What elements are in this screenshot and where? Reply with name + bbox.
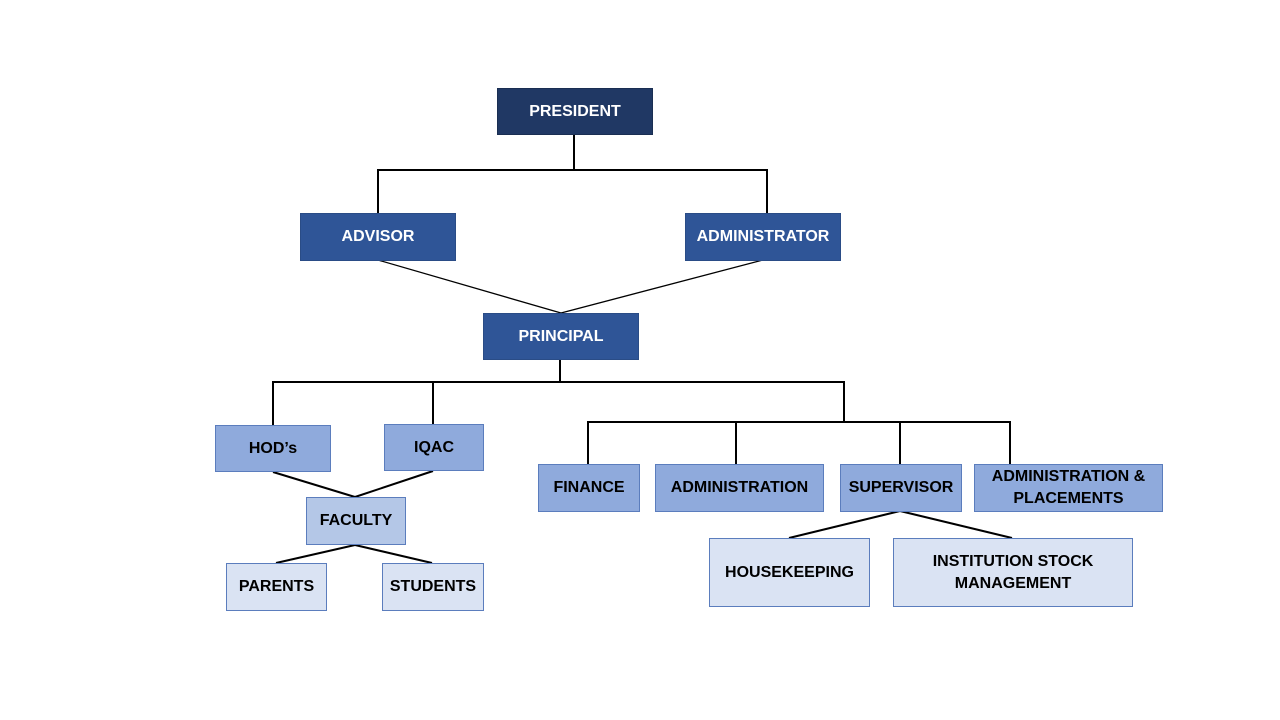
connector-president-branch — [377, 135, 768, 213]
node-administration: ADMINISTRATION — [655, 464, 824, 512]
node-faculty: FACULTY — [306, 497, 406, 545]
node-housekeeping: HOUSEKEEPING — [709, 538, 870, 607]
node-supervisor: SUPERVISOR — [840, 464, 962, 512]
connector-iqac-faculty — [354, 470, 434, 498]
node-principal: PRINCIPAL — [483, 313, 639, 360]
connector-supervisor-stock — [899, 510, 1013, 539]
node-iqac: IQAC — [384, 424, 484, 471]
connector-principal-bus — [272, 360, 845, 425]
node-stock-management: INSTITUTION STOCK MANAGEMENT — [893, 538, 1133, 607]
connector-hods-faculty — [272, 471, 356, 498]
node-students: STUDENTS — [382, 563, 484, 611]
node-advisor: ADVISOR — [300, 213, 456, 261]
node-administrator: ADMINISTRATOR — [685, 213, 841, 261]
node-finance: FINANCE — [538, 464, 640, 512]
node-hods: HOD’s — [215, 425, 331, 472]
node-parents: PARENTS — [226, 563, 327, 611]
connector-advisor-principal — [377, 259, 562, 314]
connector-faculty-students — [354, 544, 433, 564]
connector-right-bus — [587, 421, 1011, 464]
connector-supervisor-housekeeping — [788, 510, 901, 539]
connector-faculty-parents — [275, 544, 356, 564]
connector-administrator-principal — [560, 259, 764, 314]
node-president: PRESIDENT — [497, 88, 653, 135]
node-admin-placements: ADMINISTRATION & PLACEMENTS — [974, 464, 1163, 512]
